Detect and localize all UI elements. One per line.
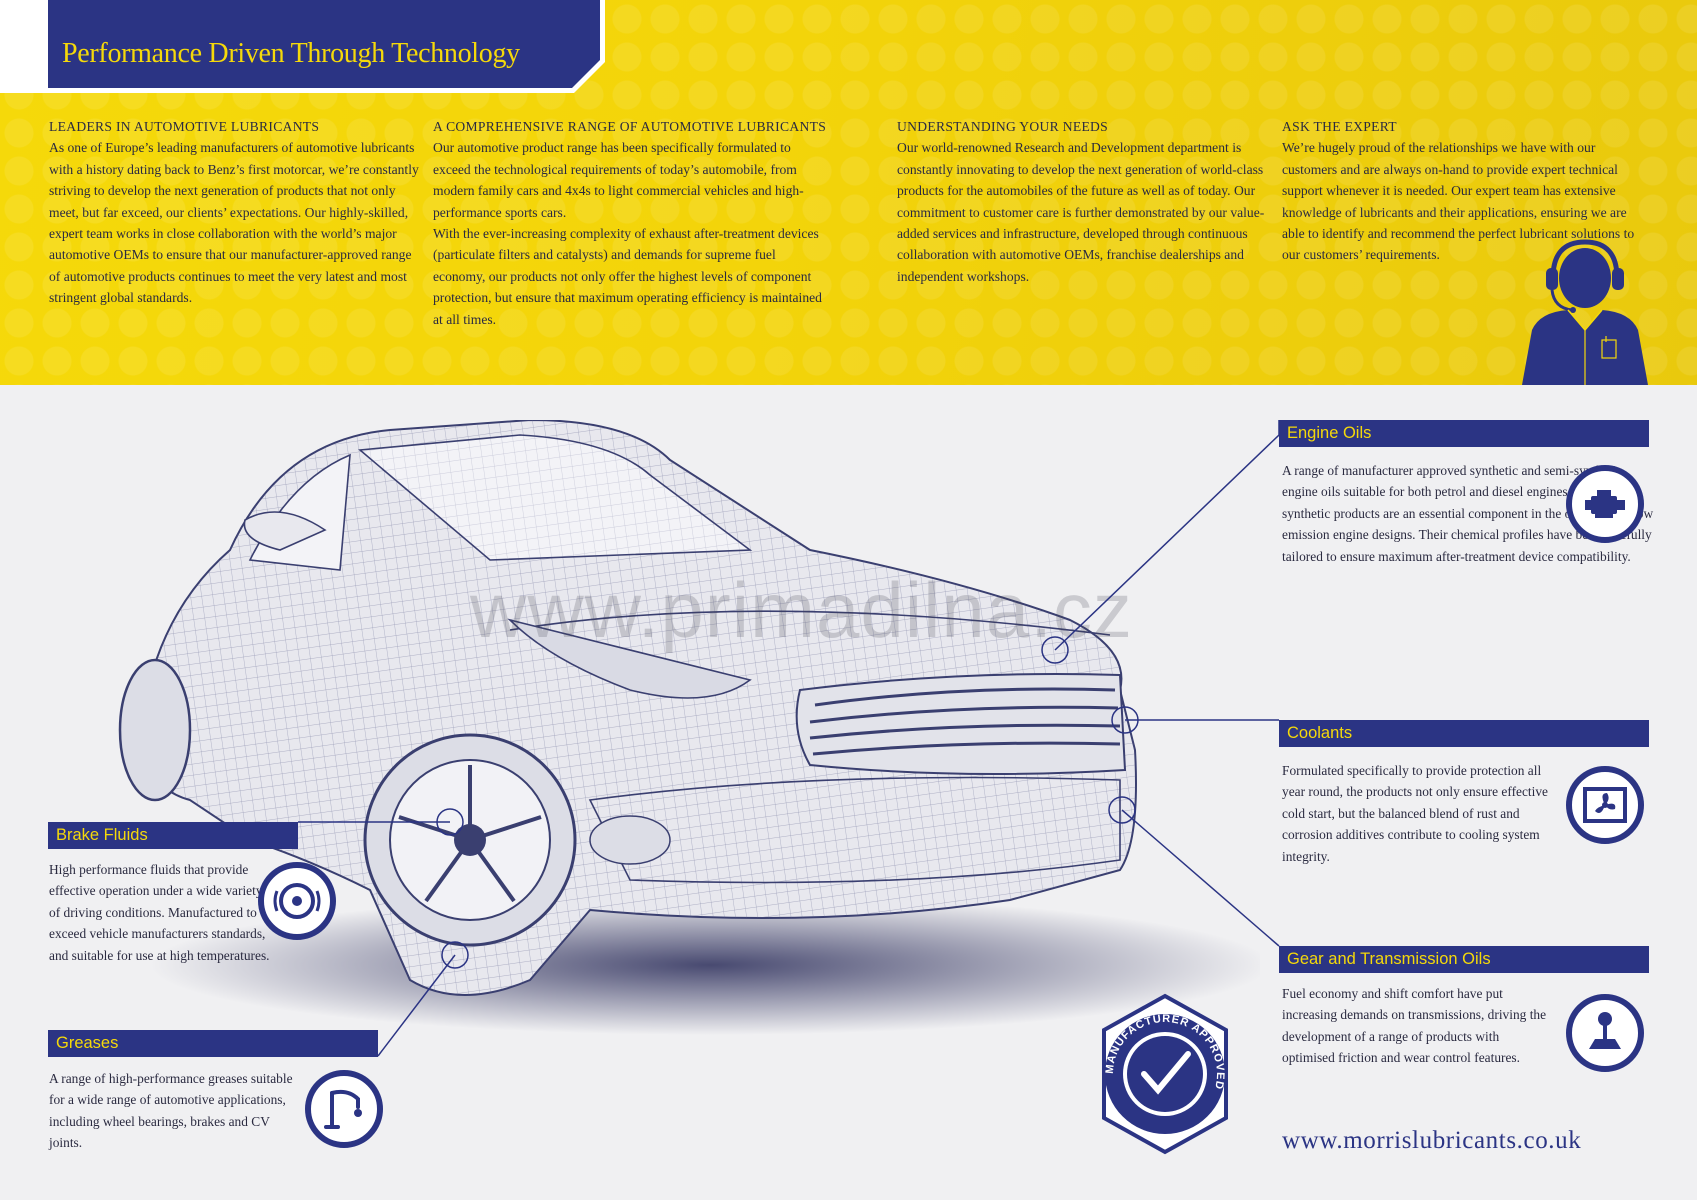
engine-oils-description: A range of manufacturer approved synthet… <box>1282 463 1654 564</box>
greases-description: A range of high-performance greases suit… <box>49 1071 293 1151</box>
column-body: Our world-renowned Research and Developm… <box>897 140 1265 284</box>
intro-band: Performance Driven Through Technology LE… <box>0 0 1697 385</box>
website-link[interactable]: www.morrislubricants.co.uk <box>1282 1127 1582 1154</box>
coolants-description: Formulated specifically to provide prote… <box>1282 763 1548 864</box>
column-heading: LEADERS IN AUTOMOTIVE LUBRICANTS <box>49 119 320 134</box>
watermark-text: www.primadilna.cz <box>470 566 1133 654</box>
column-needs: UNDERSTANDING YOUR NEEDS Our world-renow… <box>897 116 1269 287</box>
column-range: A COMPREHENSIVE RANGE OF AUTOMOTIVE LUBR… <box>433 116 828 330</box>
checkmark-icon <box>1141 1051 1191 1095</box>
gear-oils-label: Gear and Transmission Oils <box>1279 946 1649 973</box>
column-body: As one of Europe’s leading manufacturers… <box>49 140 419 306</box>
column-heading: A COMPREHENSIVE RANGE OF AUTOMOTIVE LUBR… <box>433 119 827 134</box>
car-wireframe-illustration <box>118 420 1260 1035</box>
gear-oils-description: Fuel economy and shift comfort have put … <box>1282 986 1547 1066</box>
brake-disc-icon <box>258 862 336 940</box>
column-heading: ASK THE EXPERT <box>1282 119 1397 134</box>
page-title: Performance Driven Through Technology <box>62 38 520 69</box>
gear-stick-icon <box>1566 994 1644 1072</box>
grease-gun-icon <box>305 1070 383 1148</box>
column-body: We’re hugely proud of the relationships … <box>1282 140 1635 263</box>
column-leaders: LEADERS IN AUTOMOTIVE LUBRICANTS As one … <box>49 116 419 309</box>
column-body: Our automotive product range has been sp… <box>433 140 804 220</box>
engine-oils-label: Engine Oils <box>1279 420 1649 447</box>
column-expert: ASK THE EXPERT We’re hugely proud of the… <box>1282 116 1650 266</box>
column-body-2: With the ever-increasing complexity of e… <box>433 226 822 327</box>
manufacturer-approved-seal: MANUFACTURER APPROVED <box>1102 993 1228 1155</box>
title-banner <box>0 0 605 93</box>
engine-icon <box>1566 465 1644 543</box>
brake-fluids-label: Brake Fluids <box>48 822 298 849</box>
radiator-fan-icon <box>1566 766 1644 844</box>
brake-fluids-description: High performance fluids that provide eff… <box>49 862 270 963</box>
coolants-label: Coolants <box>1279 720 1649 747</box>
greases-label: Greases <box>48 1030 378 1057</box>
column-heading: UNDERSTANDING YOUR NEEDS <box>897 119 1109 134</box>
support-agent-icon <box>1522 239 1648 385</box>
